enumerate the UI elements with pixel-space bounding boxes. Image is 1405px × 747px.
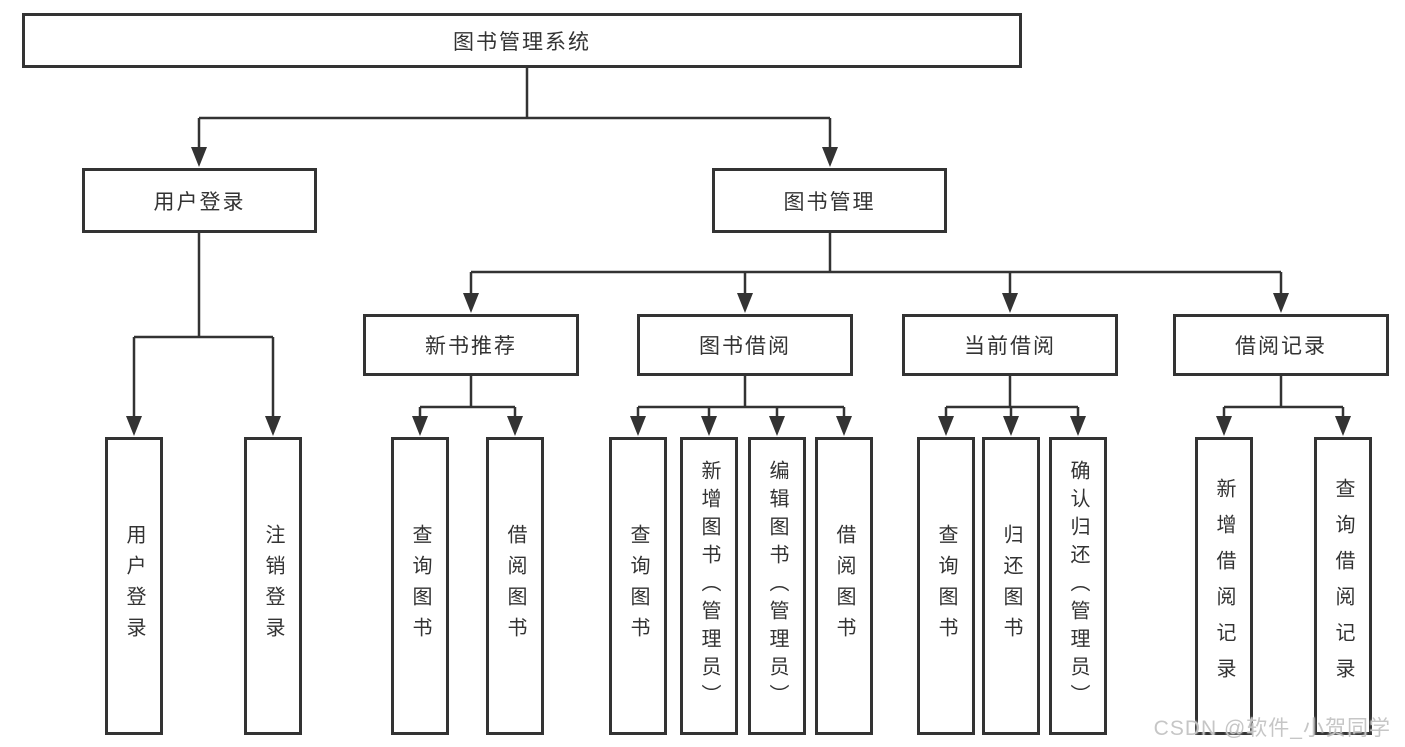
leaf-user-login: 用户登录 <box>105 437 163 735</box>
leaf-label: 注销登录 <box>262 524 284 648</box>
leaf-query-borrowing-record: 查询借阅记录 <box>1314 437 1372 735</box>
node-current-borrowing: 当前借阅 <box>902 314 1118 376</box>
leaf-query-books-recommend: 查询图书 <box>391 437 449 735</box>
node-book-management: 图书管理 <box>712 168 947 233</box>
leaf-label: 归还图书 <box>1000 524 1022 648</box>
leaf-label: 查询借阅记录 <box>1332 478 1354 694</box>
connector-l3a-leaves <box>418 376 517 419</box>
leaf-label: 借阅图书 <box>504 524 526 648</box>
node-borrowing-records: 借阅记录 <box>1173 314 1389 376</box>
connector-l3b-leaves <box>636 376 846 419</box>
connector-l3c-leaves <box>944 376 1080 419</box>
leaf-label: 查询图书 <box>627 524 649 648</box>
leaf-query-books-borrowing: 查询图书 <box>609 437 667 735</box>
leaf-edit-books-admin: 编辑图书（管理员） <box>748 437 806 735</box>
node-library-management-system: 图书管理系统 <box>22 13 1022 68</box>
leaf-label: 用户登录 <box>123 524 145 648</box>
leaf-label: 查询图书 <box>935 524 957 648</box>
node-new-book-recommendation: 新书推荐 <box>363 314 579 376</box>
node-user-login: 用户登录 <box>82 168 317 233</box>
node-book-borrowing: 图书借阅 <box>637 314 853 376</box>
leaf-query-books-current: 查询图书 <box>917 437 975 735</box>
connector-root-l2 <box>197 68 832 150</box>
connector-l2a-leaves <box>132 233 275 419</box>
connector-l2b-l3 <box>469 233 1283 296</box>
leaf-add-borrowing-record: 新增借阅记录 <box>1195 437 1253 735</box>
leaf-label: 借阅图书 <box>833 524 855 648</box>
leaf-borrow-books-borrowing: 借阅图书 <box>815 437 873 735</box>
leaf-return-books: 归还图书 <box>982 437 1040 735</box>
leaf-borrow-books-recommend: 借阅图书 <box>486 437 544 735</box>
leaf-confirm-return-admin: 确认归还（管理员） <box>1049 437 1107 735</box>
leaf-label: 确认归还（管理员） <box>1067 460 1089 712</box>
leaf-logout: 注销登录 <box>244 437 302 735</box>
connector-l3d-leaves <box>1222 376 1345 419</box>
leaf-label: 新增借阅记录 <box>1213 478 1235 694</box>
leaf-add-books-admin: 新增图书（管理员） <box>680 437 738 735</box>
csdn-watermark: CSDN @软件_小贺同学 <box>1153 717 1391 740</box>
leaf-label: 查询图书 <box>409 524 431 648</box>
leaf-label: 编辑图书（管理员） <box>766 460 788 712</box>
leaf-label: 新增图书（管理员） <box>698 460 720 712</box>
